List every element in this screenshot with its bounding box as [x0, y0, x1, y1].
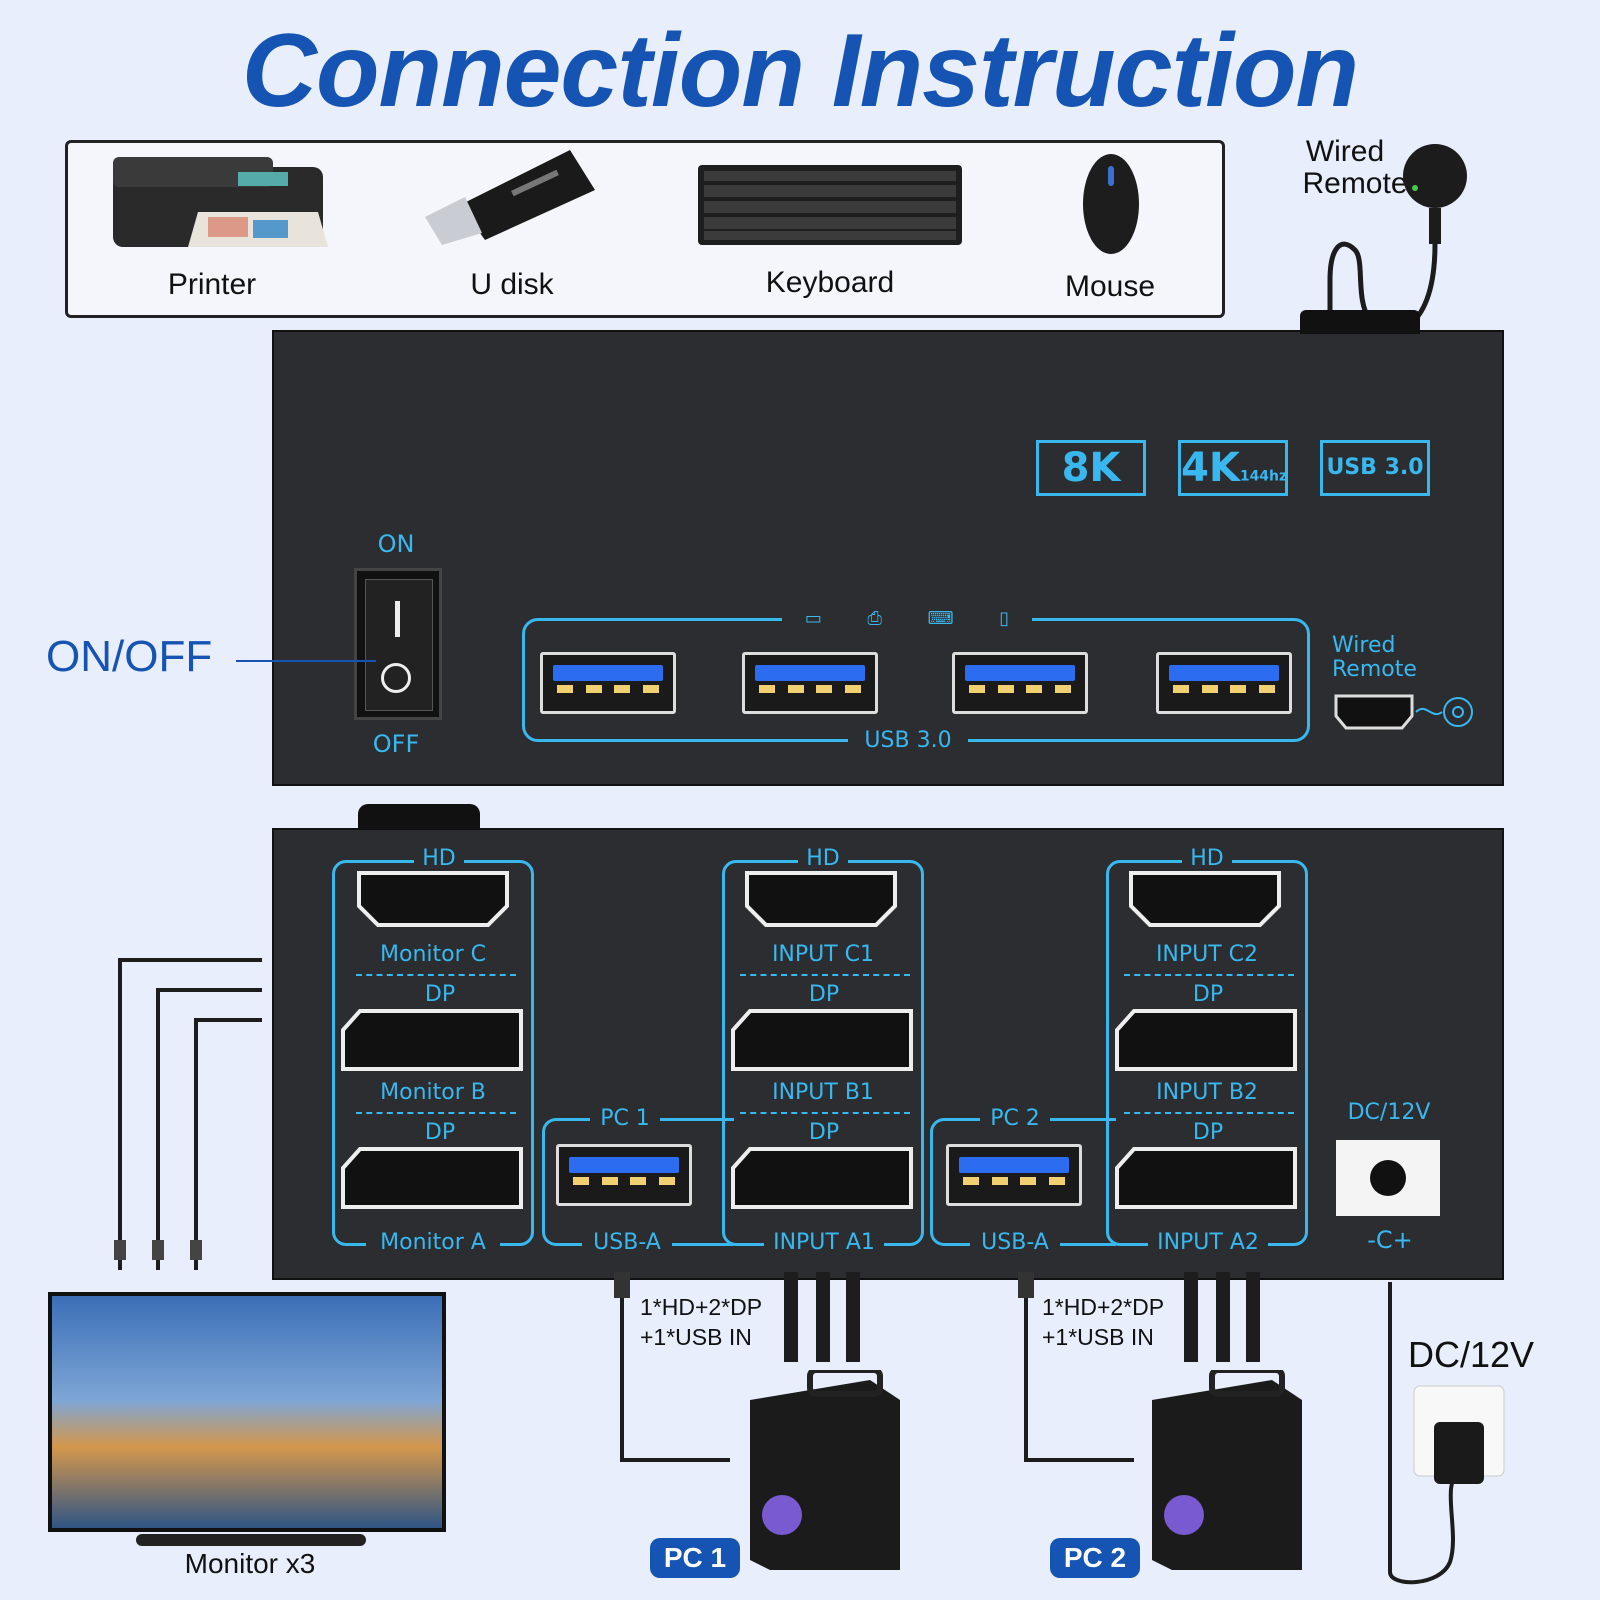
- monitor-label: Monitor x3: [184, 1548, 316, 1579]
- foot: [358, 804, 480, 830]
- usb-disk-icon: [425, 150, 595, 245]
- badge-4k-144hz: 4K144hz: [1178, 440, 1288, 496]
- input-b1-dp-port[interactable]: [730, 1008, 914, 1072]
- udisk-small-icon: ▭: [804, 607, 822, 629]
- page-title: Connection Instruction: [241, 13, 1359, 129]
- mouse-small-icon: ▯: [999, 607, 1010, 629]
- monitor-b-label: Monitor B: [380, 1080, 486, 1105]
- pc2-usb-label: USB-A: [970, 1230, 1060, 1255]
- front-usb-port-1[interactable]: [540, 652, 676, 714]
- pc1-label: PC 1: [590, 1106, 660, 1131]
- power-switch[interactable]: [354, 568, 442, 720]
- usb-group-label: USB 3.0: [848, 728, 968, 753]
- input-a1-dp-port[interactable]: [730, 1146, 914, 1210]
- pc1-tower-icon: [750, 1370, 900, 1570]
- pc1-note-line1: 1*HD+2*DP: [640, 1294, 763, 1320]
- badge-4k-text: 4K: [1181, 445, 1240, 491]
- switch-on-label: ON: [377, 530, 415, 558]
- pc1-note-line2: +1*USB IN: [640, 1324, 752, 1350]
- pc2-usb-cable: [1018, 1272, 1134, 1462]
- onoff-callout: ON/OFF: [46, 632, 213, 681]
- monitor-a-label: Monitor A: [366, 1230, 500, 1255]
- printer-label: Printer: [167, 268, 257, 301]
- dc-adapter-label: DC/12V: [1408, 1334, 1535, 1375]
- keyboard-label: Keyboard: [765, 266, 895, 299]
- col3-hd-label: HD: [1182, 846, 1232, 871]
- pc1-usb-port[interactable]: [556, 1144, 692, 1206]
- input-b2-label: INPUT B2: [1156, 1080, 1258, 1105]
- pc2-pill: PC 2: [1050, 1538, 1140, 1578]
- wired-remote-title-1: Wired: [1305, 135, 1385, 168]
- udisk-label: U disk: [470, 268, 554, 301]
- pc1-pill: PC 1: [650, 1538, 740, 1578]
- remote-port-label-1: Wired: [1332, 633, 1396, 658]
- col1-dp1-label: DP: [424, 982, 456, 1007]
- printer-icon: [113, 157, 328, 247]
- dc-jack-port[interactable]: [1336, 1140, 1440, 1216]
- col2-hd-label: HD: [798, 846, 848, 871]
- pc2-label: PC 2: [980, 1106, 1050, 1131]
- front-usb-port-2[interactable]: [742, 652, 878, 714]
- col1-dp2-label: DP: [424, 1120, 456, 1145]
- remote-port[interactable]: [1334, 692, 1484, 732]
- monitor-a-dp-port[interactable]: [340, 1146, 524, 1210]
- dc-polarity-symbol: -C+: [1367, 1226, 1413, 1254]
- keyboard-small-icon: ⌨: [927, 607, 954, 629]
- pc2-video-cables: [1184, 1272, 1260, 1362]
- input-c1-label: INPUT C1: [771, 942, 875, 967]
- pc1-video-cables: [784, 1272, 860, 1362]
- kvm-front-panel: [272, 330, 1504, 786]
- monitor-stand: [136, 1534, 366, 1546]
- pc1-usb-cable: [614, 1272, 730, 1462]
- input-c1-hdmi-port[interactable]: [744, 870, 898, 928]
- mouse-label: Mouse: [1064, 270, 1156, 303]
- badge-8k: 8K: [1036, 440, 1146, 496]
- remote-cable-clip: [1300, 310, 1420, 334]
- switch-on-mark: [395, 601, 400, 637]
- switch-off-label: OFF: [372, 730, 420, 758]
- front-usb-port-3[interactable]: [952, 652, 1088, 714]
- input-c2-hdmi-port[interactable]: [1128, 870, 1282, 928]
- col1-hd-label: HD: [414, 846, 464, 871]
- col3-dp1-label: DP: [1192, 982, 1224, 1007]
- monitor-b-dp-port[interactable]: [340, 1008, 524, 1072]
- front-usb-port-4[interactable]: [1156, 652, 1292, 714]
- monitor-c-hdmi-port[interactable]: [356, 870, 510, 928]
- monitor-cables: [114, 958, 262, 1270]
- remote-port-label-2: Remote: [1332, 657, 1417, 682]
- badge-144hz-text: 144hz: [1239, 468, 1288, 485]
- pc2-note-line2: +1*USB IN: [1042, 1324, 1154, 1350]
- input-a1-label: INPUT A1: [764, 1230, 884, 1255]
- col2-dp2-label: DP: [808, 1120, 840, 1145]
- input-a2-dp-port[interactable]: [1114, 1146, 1298, 1210]
- printer-small-icon: ⎙: [867, 607, 882, 629]
- pc2-tower-icon: [1152, 1370, 1302, 1570]
- pc2-usb-port[interactable]: [946, 1144, 1082, 1206]
- keyboard-icon: [698, 165, 962, 245]
- onoff-callout-line: [236, 660, 376, 662]
- monitor-c-label: Monitor C: [380, 942, 486, 967]
- input-a2-label: INPUT A2: [1148, 1230, 1268, 1255]
- col2-dp1-label: DP: [808, 982, 840, 1007]
- dc-jack-label: DC/12V: [1347, 1100, 1431, 1125]
- badge-usb3: USB 3.0: [1320, 440, 1430, 496]
- power-adapter-icon: [1388, 1282, 1505, 1585]
- col3-dp2-label: DP: [1192, 1120, 1224, 1145]
- switch-off-mark: [381, 663, 411, 693]
- pc1-usb-label: USB-A: [582, 1230, 672, 1255]
- pc2-note-line1: 1*HD+2*DP: [1042, 1294, 1165, 1320]
- usb-device-icons: ▭ ⎙ ⌨ ▯: [782, 606, 1032, 630]
- input-b1-label: INPUT B1: [772, 1080, 874, 1105]
- monitor-icon: [48, 1292, 446, 1532]
- wired-remote-title-2: Remote: [1302, 167, 1408, 200]
- input-c2-label: INPUT C2: [1155, 942, 1259, 967]
- input-b2-dp-port[interactable]: [1114, 1008, 1298, 1072]
- mouse-icon: [1083, 154, 1139, 254]
